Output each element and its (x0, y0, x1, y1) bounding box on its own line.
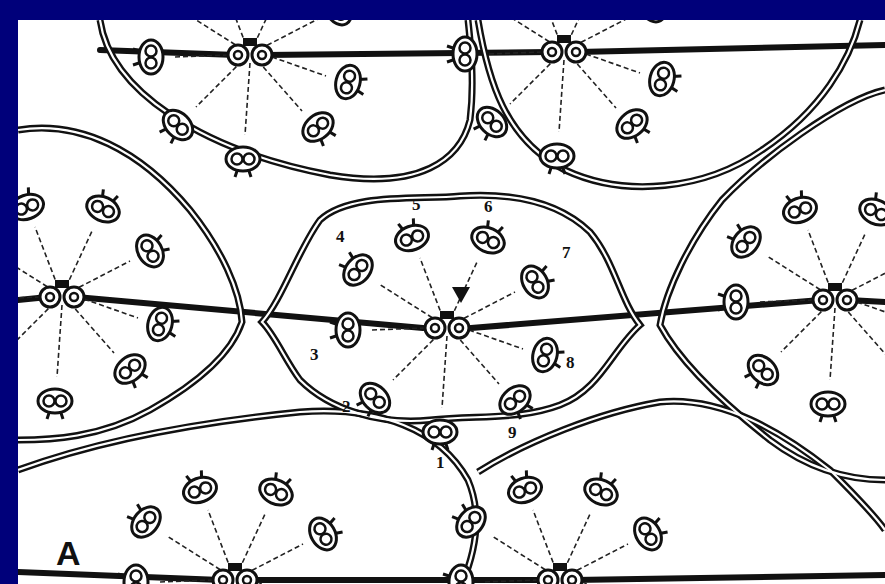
callout-number: 7 (562, 244, 571, 261)
panel-letter: A (56, 536, 81, 570)
callout-number: 6 (484, 198, 493, 215)
callout-number: 4 (336, 228, 345, 245)
callout-number: 1 (436, 454, 445, 471)
callout-number: 2 (342, 398, 351, 415)
callout-number: 5 (412, 196, 421, 213)
callout-number: 3 (310, 346, 319, 363)
callout-number: 9 (508, 424, 517, 441)
callout-number: 8 (566, 354, 575, 371)
